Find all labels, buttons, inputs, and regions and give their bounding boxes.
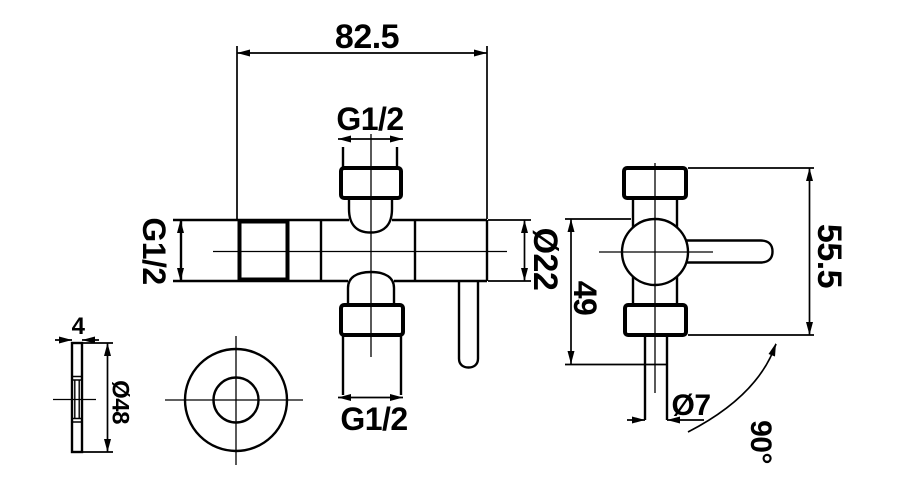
dim-side-height-label: 55.5 [810, 224, 848, 288]
arrowhead-down [806, 322, 813, 335]
arrowhead-right [390, 394, 403, 401]
dim-spout-diameter-label: Ø7 [671, 389, 710, 422]
dim-body-diameter: Ø22 [488, 219, 564, 291]
swivel-arc [687, 343, 777, 433]
swivel-angle-label: 90° [744, 420, 777, 464]
swivel-angle-annotation: 90° [687, 343, 777, 464]
dim-side-height-extensions [688, 167, 814, 336]
dim-top-thread-label: G1/2 [336, 101, 403, 137]
side-view [599, 163, 774, 420]
arrowhead-left [82, 336, 95, 344]
dim-flange-diameter-label: Ø48 [107, 380, 134, 424]
dim-side-drop: 49 [565, 218, 668, 366]
top-shoulders [347, 198, 394, 209]
arrowhead-up [177, 220, 184, 233]
arrowhead-right [390, 135, 403, 143]
arrowhead-up [806, 168, 813, 181]
body-section-lines [319, 220, 417, 281]
dim-flange-diameter: Ø48 [82, 342, 134, 453]
dim-body-diameter-label: Ø22 [526, 228, 564, 291]
dim-top-thread: G1/2 [336, 101, 404, 143]
arrowhead-down [104, 439, 111, 452]
dim-spout-diameter: Ø7 [627, 389, 711, 424]
arrowhead-down [521, 268, 528, 281]
spout-pipe-front [457, 282, 480, 369]
dim-left-thread: G1/2 [136, 217, 184, 285]
arrowhead-left [338, 135, 351, 143]
wall-square-section [237, 219, 290, 282]
flange-top-view [165, 336, 303, 465]
top-inlet-pipe [341, 147, 399, 168]
front-view [173, 134, 507, 395]
dim-front-width-label: 82.5 [335, 18, 399, 56]
handle-lever [685, 239, 774, 264]
dim-left-thread-label: G1/2 [136, 217, 172, 284]
flange-profile-details [72, 375, 82, 423]
arrowhead-left [338, 394, 351, 401]
side-neck-top [631, 198, 679, 228]
bottom-shoulders [346, 288, 396, 305]
bottom-outlet-pipe [341, 335, 403, 395]
arrowhead-left [237, 49, 250, 57]
dim-bottom-thread: G1/2 [338, 394, 408, 437]
arrowhead-right [632, 416, 645, 424]
bottom-compression-nut [339, 303, 405, 337]
arrowhead-up [521, 220, 528, 233]
arrowhead-right [59, 336, 72, 344]
flange-side-view: 4 Ø48 [53, 313, 134, 454]
arrowhead-left [667, 416, 680, 424]
side-neck-bottom [631, 277, 679, 305]
arrowhead-up [104, 343, 111, 356]
flange-profile-outline [70, 341, 84, 454]
dim-side-drop-extensions [565, 218, 668, 366]
side-spout-pipe [643, 335, 669, 420]
dim-front-width: 82.5 [236, 18, 488, 219]
dim-side-height: 55.5 [688, 167, 848, 336]
dim-side-drop-label: 49 [567, 281, 603, 316]
flange-crosshair-centerlines [165, 336, 303, 465]
dim-flange-thickness-label: 4 [72, 313, 86, 340]
arrowhead-down [567, 351, 575, 364]
arrowhead-right [474, 49, 487, 57]
dim-flange-thickness: 4 [55, 313, 99, 344]
dim-bottom-thread-label: G1/2 [340, 401, 407, 437]
arrowhead-down [177, 268, 184, 281]
arrowhead-up [567, 219, 575, 232]
dim-front-width-extensions [236, 46, 488, 219]
arrowhead-arc [768, 343, 776, 357]
